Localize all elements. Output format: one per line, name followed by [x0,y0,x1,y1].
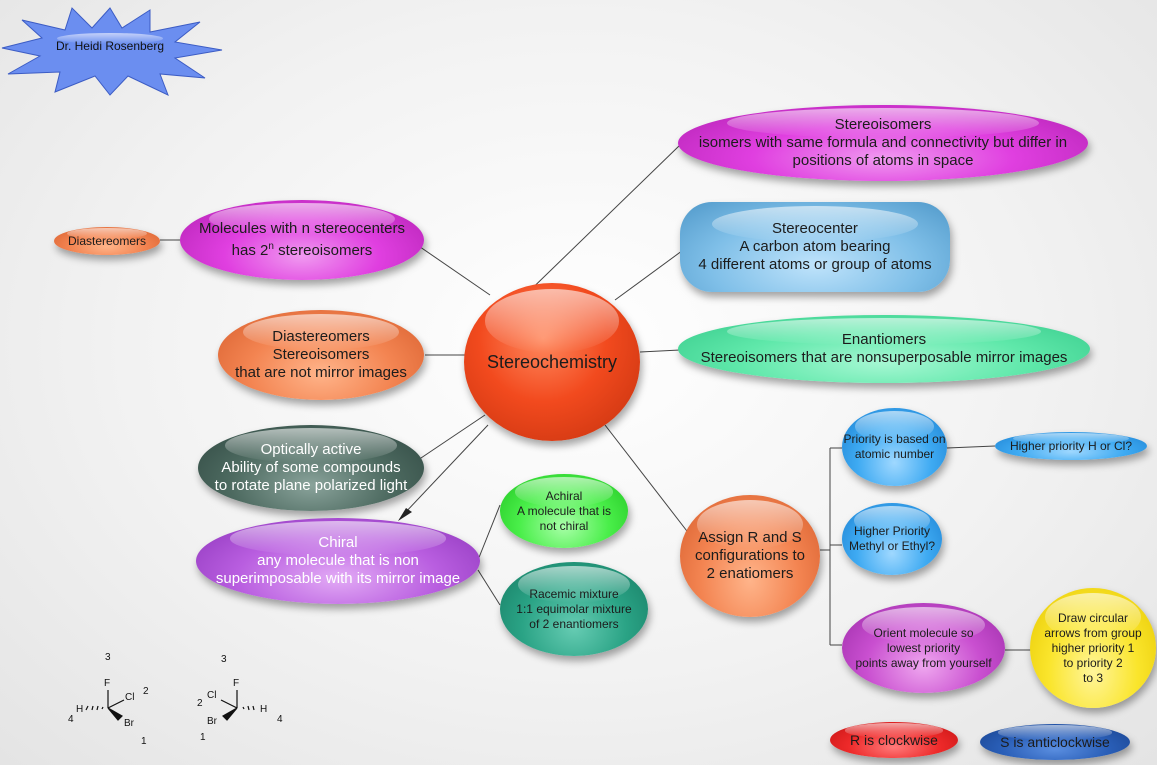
draw-line1: Draw circular [1057,610,1128,625]
methyl-ethyl-line2: Methyl or Ethyl? [848,539,936,553]
author-name: Dr. Heidi Rosenberg [55,38,165,53]
right-mol-br: Br [207,716,217,727]
node-draw-circular[interactable]: Draw circular arrows from group higher p… [1030,588,1156,708]
racemic-title: Racemic mixture [529,586,619,601]
link-enantiomers [639,349,681,353]
enantiomers-title: Enantiomers [841,331,927,348]
stereocenter-title: Stereocenter [772,220,858,237]
author-starburst [1,7,223,96]
node-stereocenter[interactable]: Stereocenter A carbon atom bearing 4 dif… [680,202,950,292]
achiral-line2: not chiral [539,518,589,533]
stereocenter-line1: A carbon atom bearing [739,238,891,255]
priority-line2: atomic number [854,447,935,461]
node-racemic-mixture[interactable]: Racemic mixture 1:1 equimolar mixture of… [500,562,648,656]
draw-line3: higher priority 1 [1051,640,1135,655]
draw-line2: arrows from group [1044,625,1142,640]
left-mol-f: F [104,678,111,689]
link-assign-bracket [820,447,842,646]
chiral-line2: superimposable with its mirror image [215,570,461,587]
center-label: Stereochemistry [486,351,618,372]
left-mol-cl: Cl [125,692,135,703]
left-mol-num4: 4 [68,714,74,725]
higher-priority-h-cl-label: Higher priority H or Cl? [1009,438,1133,453]
node-molecules-n-stereocenters[interactable]: Molecules with n stereocenters has 2n st… [180,200,424,280]
draw-line5: to 3 [1082,670,1103,685]
molecules-n-exponent: n [268,241,274,252]
orient-line1: Orient molecule so [873,625,974,640]
node-priority[interactable]: Priority is based on atomic number [842,408,947,486]
node-orient-molecule[interactable]: Orient molecule so lowest priority point… [842,603,1005,693]
right-mol-h: H [260,704,268,715]
left-mol-num2: 2 [143,686,149,697]
right-mol-num2: 2 [197,698,203,709]
achiral-title: Achiral [545,488,583,503]
diastereomers-line2: that are not mirror images [235,364,407,381]
link-stereocenter [614,244,691,301]
left-mol-h: H [76,704,84,715]
left-mol-br: Br [124,718,134,729]
molecules-n-rest: stereoisomers [273,242,373,259]
link-stereoisomers [514,144,681,306]
diastereomers-line1: Stereoisomers [272,346,370,363]
stereoisomers-line2: positions of atoms in space [792,152,974,169]
draw-line4: to priority 2 [1063,655,1123,670]
link-priority-hcl [946,445,996,449]
right-mol-num4: 4 [277,714,283,725]
node-diastereomers-small[interactable]: Diastereomers [54,227,160,255]
stereoisomers-title: Stereoisomers [834,116,932,133]
orient-line3: points away from yourself [855,655,992,670]
optically-active-line1: Ability of some compounds [221,459,401,476]
node-stereoisomers[interactable]: Stereoisomers isomers with same formula … [678,105,1088,181]
molecules-n-line2: has 2n stereoisomers [232,238,373,260]
link-chiral [402,424,489,516]
left-mol-num1: 1 [141,736,147,747]
racemic-line1: 1:1 equimolar mixture [516,601,632,616]
left-mol-num3: 3 [105,652,111,663]
molecules-n-has: has 2 [231,242,269,259]
author-badge: Dr. Heidi Rosenberg [40,32,180,60]
enantiomers-line1: Stereoisomers that are nonsuperposable m… [700,349,1068,366]
link-achiral [477,504,501,561]
racemic-line2: of 2 enantiomers [529,616,619,631]
stereoisomers-line1: isomers with same formula and connectivi… [698,134,1068,151]
diastereomers-small-label: Diastereomers [67,233,147,248]
r-clockwise-label: R is clockwise [850,731,938,748]
s-anticlockwise-label: S is anticlockwise [1000,733,1110,750]
diastereomers-title: Diastereomers [272,328,370,345]
arrowhead [398,508,412,521]
achiral-line1: A molecule that is [516,503,612,518]
assign-line3: 2 enatiomers [706,565,794,582]
node-achiral[interactable]: Achiral A molecule that is not chiral [500,474,628,548]
stereocenter-line2: 4 different atoms or group of atoms [698,256,932,273]
optically-active-line2: to rotate plane polarized light [214,477,408,494]
optically-active-title: Optically active [260,441,362,458]
node-assign-r-s[interactable]: Assign R and S configurations to 2 enati… [680,495,820,617]
chiral-line1: any molecule that is non [257,552,419,569]
chiral-title: Chiral [318,534,358,551]
right-mol-num3: 3 [221,654,227,665]
priority-line1: Priority is based on [843,432,946,446]
assign-line1: Assign R and S [698,529,802,546]
node-chiral[interactable]: Chiral any molecule that is non superimp… [196,518,480,604]
molecules-n-line1: Molecules with n stereocenters [199,220,405,237]
link-racemic [477,569,501,606]
right-mol-f: F [233,678,240,689]
link-optically-active [417,414,486,461]
node-optically-active[interactable]: Optically active Ability of some compoun… [198,425,424,511]
right-mol-num1: 1 [200,732,206,743]
right-mol-cl: Cl [207,690,217,701]
link-molecules-n [409,239,491,296]
link-assign [604,424,691,536]
orient-line2: lowest priority [886,640,961,655]
node-r-clockwise[interactable]: R is clockwise [830,722,958,758]
methyl-ethyl-line1: Higher Priority [853,524,931,538]
assign-line2: configurations to [694,547,806,564]
node-higher-priority-h-cl[interactable]: Higher priority H or Cl? [995,432,1147,460]
node-diastereomers[interactable]: Diastereomers Stereoisomers that are not… [218,310,424,400]
node-enantiomers[interactable]: Enantiomers Stereoisomers that are nonsu… [678,315,1090,383]
node-methyl-ethyl[interactable]: Higher Priority Methyl or Ethyl? [842,503,942,575]
center-node-stereochemistry[interactable]: Stereochemistry [464,283,640,441]
node-s-anticlockwise[interactable]: S is anticlockwise [980,724,1130,760]
